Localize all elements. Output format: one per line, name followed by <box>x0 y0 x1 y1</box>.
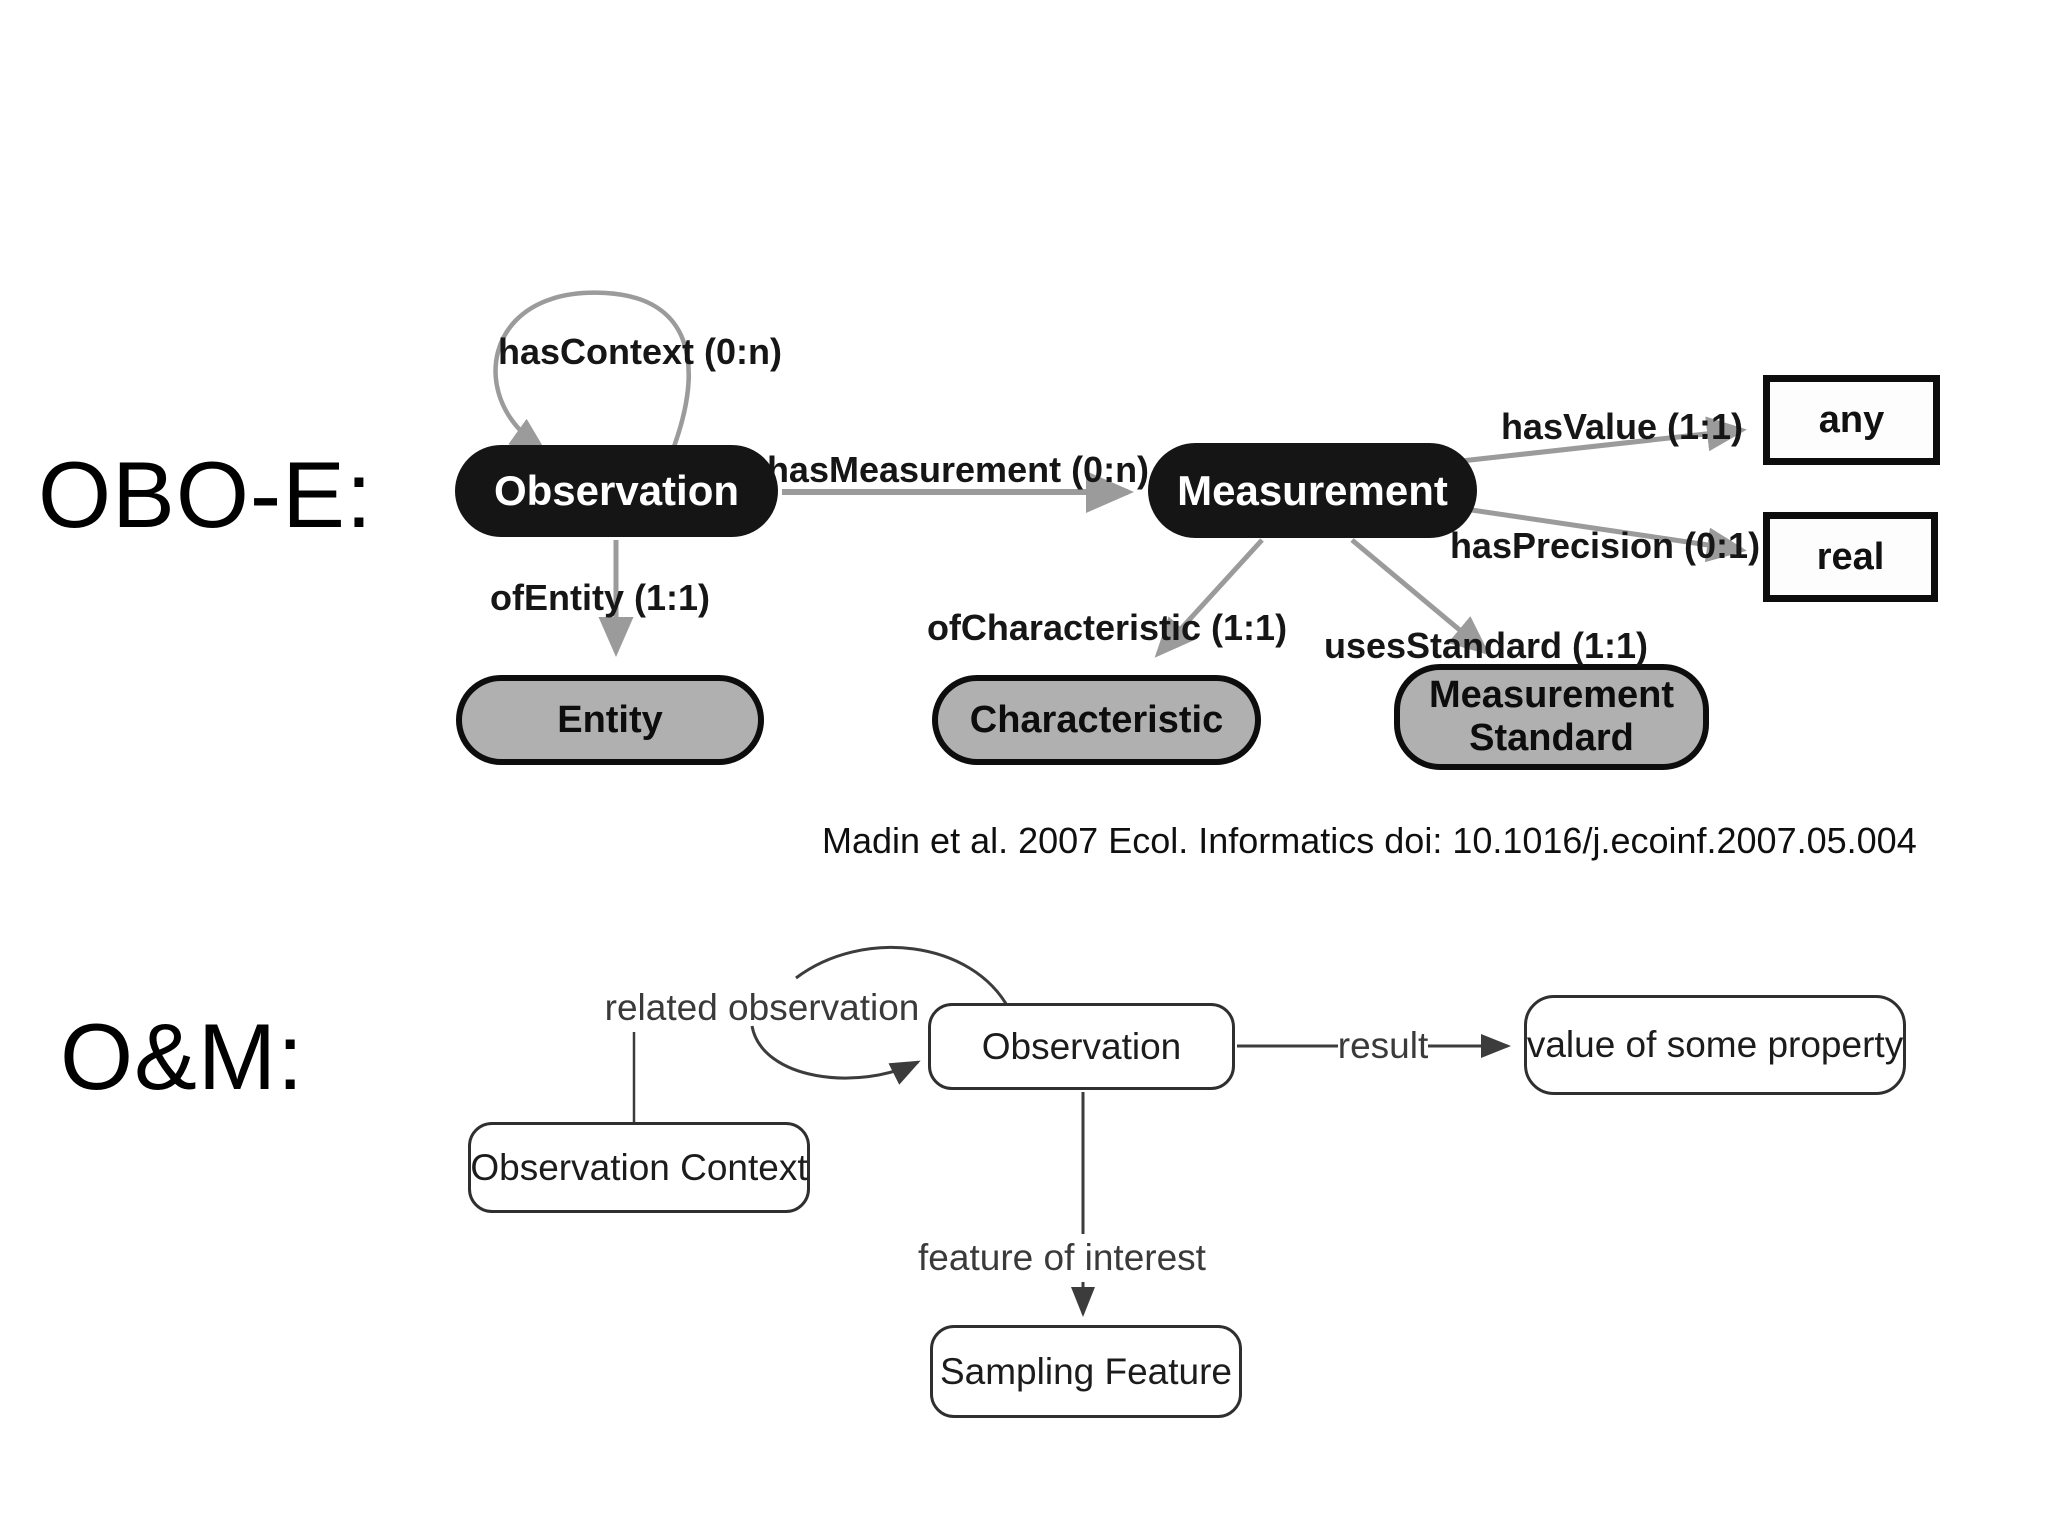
has-value-edge-label: hasValue (1:1) <box>1500 406 1744 447</box>
related-observation-loop-lower-arc <box>750 1025 921 1085</box>
om-observation-node[interactable]: Observation <box>928 1003 1235 1090</box>
of-characteristic-arrow <box>1154 538 1264 658</box>
om-value-of-property-node[interactable]: value of some property <box>1524 995 1906 1095</box>
obo-entity-node[interactable]: Entity <box>456 675 764 765</box>
obo-observation-node[interactable]: Observation <box>455 445 778 537</box>
has-context-self-loop-arrow <box>493 290 691 453</box>
of-characteristic-edge-label: ofCharacteristic (1:1) <box>926 607 1288 648</box>
om-observation-context-node[interactable]: Observation Context <box>468 1122 810 1213</box>
result-edge-label: result <box>1337 1025 1429 1066</box>
feature-of-interest-edge-label: feature of interest <box>918 1237 1206 1278</box>
of-entity-edge-label: ofEntity (1:1) <box>490 577 710 618</box>
om-section-label: O&M: <box>60 1004 305 1109</box>
related-observation-edge-label: related observation <box>604 987 920 1028</box>
uses-standard-edge-label: usesStandard (1:1) <box>1323 625 1649 666</box>
obo-measurement-node[interactable]: Measurement <box>1148 443 1477 538</box>
uses-standard-arrow <box>1350 538 1490 656</box>
obo-e-section-label: OBO-E: <box>38 442 374 547</box>
has-precision-edge-label: hasPrecision (0:1) <box>1449 525 1761 566</box>
has-measurement-edge-label: hasMeasurement (0:n) <box>766 449 1150 490</box>
citation-text: Madin et al. 2007 Ecol. Informatics doi:… <box>822 820 1917 861</box>
obo-real-datatype-box[interactable]: real <box>1763 512 1938 602</box>
has-value-arrow <box>1451 416 1747 465</box>
related-observation-loop-upper-arc <box>795 945 1011 1010</box>
om-sampling-feature-node[interactable]: Sampling Feature <box>930 1325 1242 1418</box>
obo-measurement-standard-node[interactable]: Measurement Standard <box>1394 664 1709 770</box>
has-context-edge-label: hasContext (0:n) <box>497 331 783 372</box>
has-precision-arrow <box>1457 505 1747 563</box>
obo-characteristic-node[interactable]: Characteristic <box>932 675 1261 765</box>
obo-any-datatype-box[interactable]: any <box>1763 375 1940 465</box>
